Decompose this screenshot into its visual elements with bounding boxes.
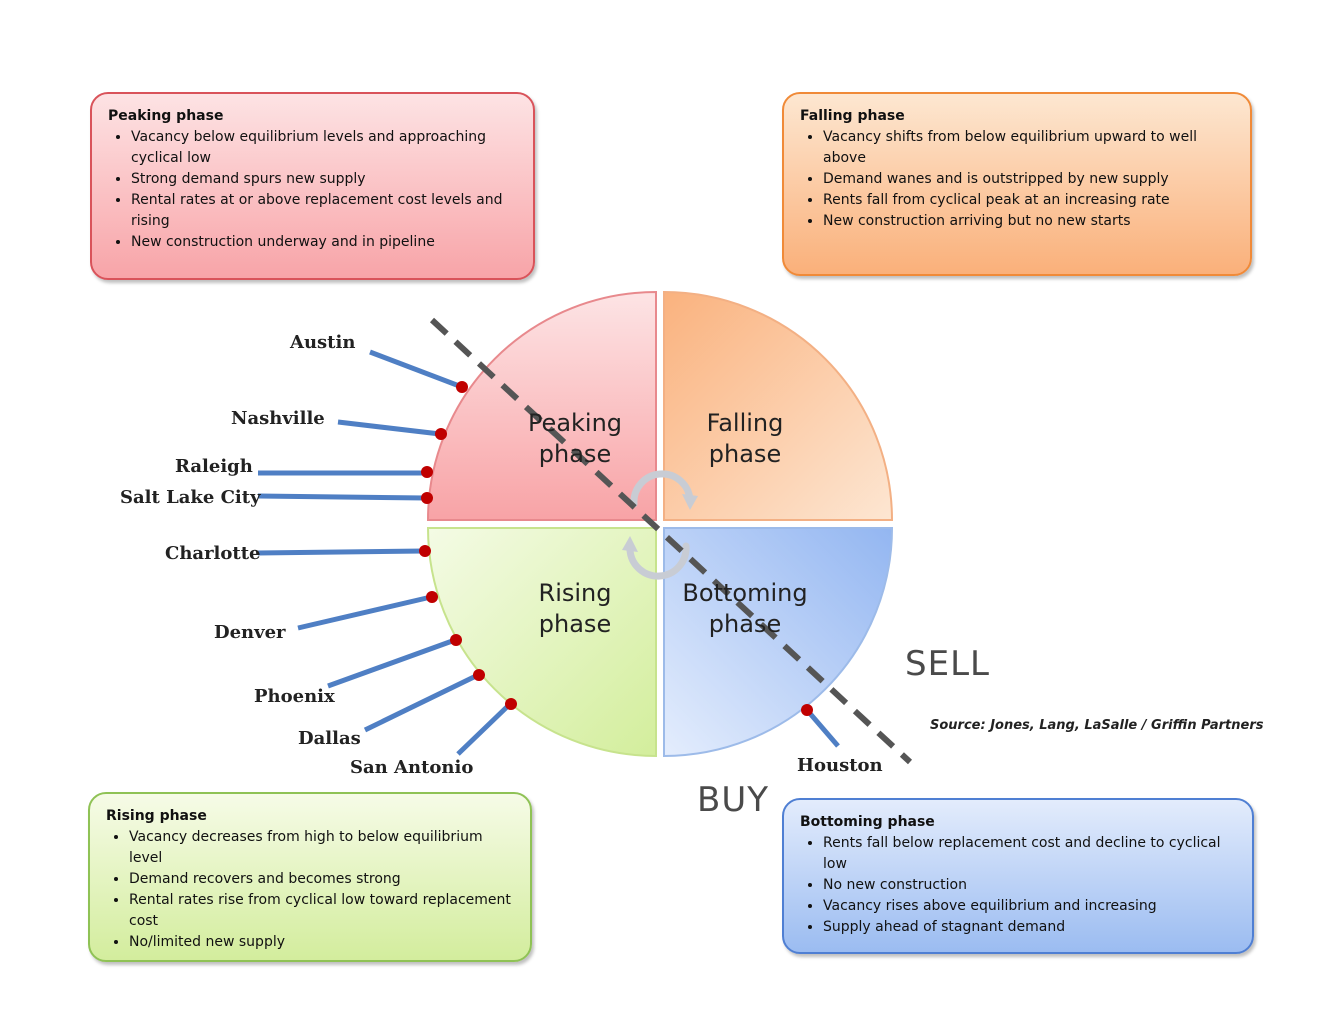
city-label-raleigh: Raleigh bbox=[175, 456, 253, 477]
city-label-san-antonio: San Antonio bbox=[350, 757, 474, 778]
peaking-bullet: Rental rates at or above replacement cos… bbox=[131, 190, 519, 232]
san-antonio-marker bbox=[505, 698, 517, 710]
rising-bullet: Vacancy decreases from high to below equ… bbox=[129, 827, 516, 869]
bottoming-label-line2: phase bbox=[708, 610, 782, 638]
buy-label: BUY bbox=[697, 780, 769, 820]
falling-bullet: Demand wanes and is outstripped by new s… bbox=[823, 169, 1236, 190]
falling-box-list: Vacancy shifts from below equilibrium up… bbox=[800, 127, 1236, 232]
falling-bullet: Vacancy shifts from below equilibrium up… bbox=[823, 127, 1236, 169]
houston-marker bbox=[801, 704, 813, 716]
austin-leader-line bbox=[369, 349, 463, 390]
nashville-marker bbox=[435, 428, 447, 440]
falling-quadrant bbox=[663, 290, 894, 521]
bottoming-quadrant-label: Bottoming phase bbox=[660, 578, 830, 640]
peaking-bullet: Vacancy below equilibrium levels and app… bbox=[131, 127, 519, 169]
rising-box-title: Rising phase bbox=[106, 808, 207, 824]
falling-box-title: Falling phase bbox=[800, 108, 905, 124]
charlotte-leader-line bbox=[257, 548, 425, 556]
falling-label-line2: phase bbox=[708, 440, 782, 468]
bottoming-bullet: Rents fall below replacement cost and de… bbox=[823, 833, 1238, 875]
charlotte-marker bbox=[419, 545, 431, 557]
austin-marker bbox=[456, 381, 468, 393]
salt-lake-city-leader-line bbox=[257, 493, 427, 501]
city-label-salt-lake-city: Salt Lake City bbox=[120, 487, 261, 508]
rising-quadrant bbox=[426, 527, 657, 758]
peaking-bullet: New construction underway and in pipelin… bbox=[131, 232, 519, 253]
city-label-houston: Houston bbox=[797, 755, 883, 776]
peaking-bullet: Strong demand spurs new supply bbox=[131, 169, 519, 190]
dallas-marker bbox=[473, 669, 485, 681]
bottoming-bullet: Supply ahead of stagnant demand bbox=[823, 917, 1238, 938]
city-label-austin: Austin bbox=[290, 332, 356, 353]
phoenix-marker bbox=[450, 634, 462, 646]
city-label-dallas: Dallas bbox=[298, 728, 361, 749]
houston-leader-line bbox=[805, 708, 840, 748]
peaking-label-line2: phase bbox=[538, 440, 612, 468]
nashville-leader-line bbox=[337, 419, 441, 437]
bottoming-box-list: Rents fall below replacement cost and de… bbox=[800, 833, 1238, 938]
peaking-quadrant-label: Peaking phase bbox=[490, 408, 660, 470]
phoenix-leader-line bbox=[327, 637, 456, 689]
buy-sell-dashed-line bbox=[429, 317, 913, 765]
rising-phase-box: Rising phase Vacancy decreases from high… bbox=[88, 792, 532, 962]
city-label-charlotte: Charlotte bbox=[165, 543, 261, 564]
rising-label-line1: Rising bbox=[538, 579, 612, 607]
rising-label-line2: phase bbox=[538, 610, 612, 638]
falling-label-line1: Falling bbox=[706, 409, 784, 437]
salt-lake-city-marker bbox=[421, 492, 433, 504]
bottoming-bullet: No new construction bbox=[823, 875, 1238, 896]
cycle-arrowhead bbox=[622, 536, 638, 552]
rising-quadrant-label: Rising phase bbox=[490, 578, 660, 640]
source-credit: Source: Jones, Lang, LaSalle / Griffin P… bbox=[930, 718, 1264, 733]
dallas-leader-line bbox=[363, 672, 480, 733]
city-label-nashville: Nashville bbox=[231, 408, 325, 429]
bottoming-label-line1: Bottoming bbox=[682, 579, 808, 607]
city-label-denver: Denver bbox=[214, 622, 286, 643]
falling-bullet: New construction arriving but no new sta… bbox=[823, 211, 1236, 232]
rising-bullet: Demand recovers and becomes strong bbox=[129, 869, 516, 890]
falling-phase-box: Falling phase Vacancy shifts from below … bbox=[782, 92, 1252, 276]
peaking-box-list: Vacancy below equilibrium levels and app… bbox=[108, 127, 519, 253]
peaking-phase-box: Peaking phase Vacancy below equilibrium … bbox=[90, 92, 535, 280]
san-antonio-leader-line bbox=[456, 702, 512, 756]
rising-bullet: No/limited new supply bbox=[129, 932, 516, 953]
bottoming-box-title: Bottoming phase bbox=[800, 814, 935, 830]
sell-label: SELL bbox=[905, 644, 990, 684]
denver-marker bbox=[426, 591, 438, 603]
peaking-box-title: Peaking phase bbox=[108, 108, 224, 124]
peaking-quadrant bbox=[426, 290, 657, 521]
cycle-arrows-icon bbox=[626, 470, 694, 580]
bottoming-bullet: Vacancy rises above equilibrium and incr… bbox=[823, 896, 1238, 917]
peaking-label-line1: Peaking bbox=[527, 409, 623, 437]
city-label-phoenix: Phoenix bbox=[254, 686, 335, 707]
rising-bullet: Rental rates rise from cyclical low towa… bbox=[129, 890, 516, 932]
denver-leader-line bbox=[297, 594, 432, 631]
falling-quadrant-label: Falling phase bbox=[660, 408, 830, 470]
bottoming-phase-box: Bottoming phase Rents fall below replace… bbox=[782, 798, 1254, 954]
falling-bullet: Rents fall from cyclical peak at an incr… bbox=[823, 190, 1236, 211]
cycle-arrowhead bbox=[682, 494, 698, 510]
rising-box-list: Vacancy decreases from high to below equ… bbox=[106, 827, 516, 953]
raleigh-marker bbox=[421, 466, 433, 478]
